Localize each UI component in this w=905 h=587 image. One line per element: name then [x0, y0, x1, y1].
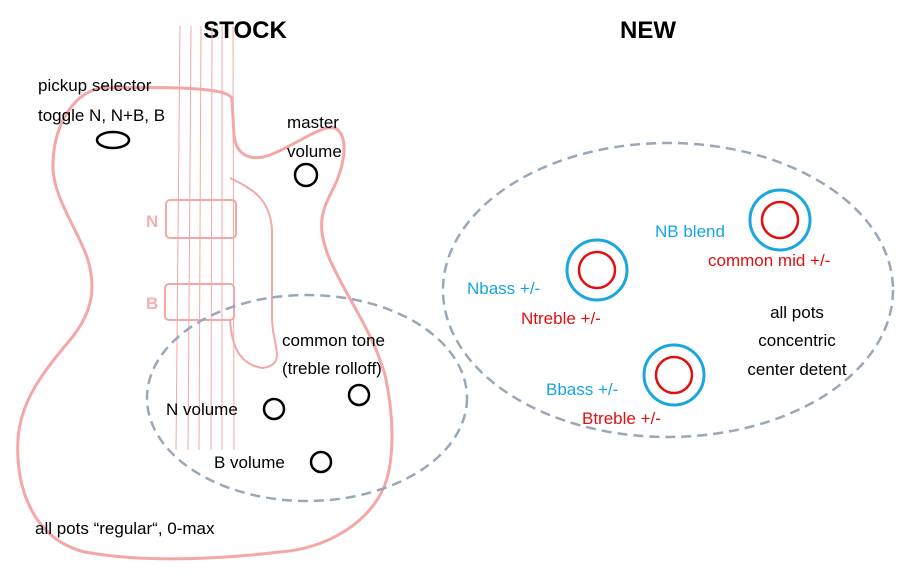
neck-pickup-label: N — [146, 212, 158, 231]
pickup-selector-toggle[interactable] — [95, 130, 131, 150]
concentric-note-line3: center detent — [747, 360, 847, 379]
n-volume-label: N volume — [166, 400, 238, 419]
concentric-note-line1: all pots — [770, 303, 824, 322]
common-tone-knob[interactable] — [347, 383, 371, 407]
nbass-outer-knob[interactable] — [565, 238, 629, 302]
new-controls-region — [441, 141, 895, 439]
stock-controls-region — [145, 293, 469, 503]
stock-heading: STOCK — [203, 17, 287, 44]
pickguard-outline — [229, 177, 278, 370]
common-tone-label-line2: (treble rolloff) — [282, 359, 382, 378]
n-volume-knob[interactable] — [262, 397, 286, 421]
new-heading: NEW — [620, 17, 676, 44]
concentric-note-line2: concentric — [758, 331, 836, 350]
master-volume-label-line2: volume — [287, 142, 342, 161]
bbass-outer-knob[interactable] — [642, 343, 706, 407]
nb-blend-label: NB blend — [655, 222, 725, 241]
nb-blend-outer-knob[interactable] — [748, 188, 812, 252]
bridge-pickup-label: B — [146, 294, 158, 313]
master-volume-knob[interactable] — [293, 162, 319, 188]
guitar-body-outline — [16, 86, 394, 561]
btreble-label: Btreble +/- — [582, 409, 661, 428]
master-volume-label-line1: master — [287, 113, 339, 132]
common-mid-inner-knob[interactable] — [760, 200, 800, 240]
b-volume-label: B volume — [214, 453, 285, 472]
b-volume-knob[interactable] — [309, 450, 333, 474]
neck-pickup — [165, 199, 237, 239]
bbass-label: Bbass +/- — [546, 380, 618, 399]
common-tone-label-line1: common tone — [282, 331, 385, 350]
pickup-selector-label-line2: toggle N, N+B, B — [38, 106, 165, 125]
ntreble-inner-knob[interactable] — [577, 250, 617, 290]
nbass-label: Nbass +/- — [467, 279, 540, 298]
bridge-pickup — [164, 283, 235, 321]
common-mid-label: common mid +/- — [708, 251, 830, 270]
ntreble-label: Ntreble +/- — [521, 309, 601, 328]
stock-footnote: all pots “regular“, 0-max — [35, 519, 215, 538]
pickup-selector-label-line1: pickup selector — [38, 76, 152, 95]
btreble-inner-knob[interactable] — [654, 355, 694, 395]
